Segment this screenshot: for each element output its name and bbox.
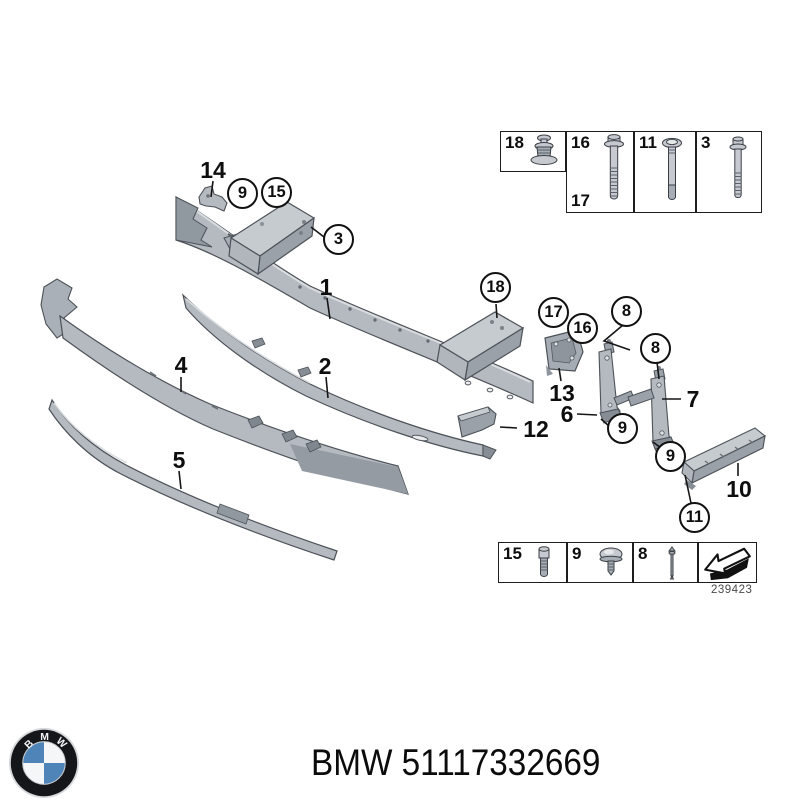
- long-flange-bolt-icon: [604, 134, 624, 200]
- fastener-num-18: 18: [505, 133, 524, 152]
- fastener-num-17: 17: [571, 191, 590, 210]
- drawing-number: 239423: [711, 584, 753, 596]
- fastener-cell-11[interactable]: 11: [634, 131, 696, 213]
- part-6-side-bracket: [598, 339, 635, 424]
- part-14-bracket: [198, 185, 228, 212]
- callout-circle-16[interactable]: 16: [567, 313, 598, 344]
- direction-arrow-icon: [704, 547, 751, 581]
- callout-1[interactable]: 1: [319, 274, 333, 300]
- fastener-cell-9[interactable]: 9: [567, 542, 633, 583]
- fastener-cell-3[interactable]: 3: [696, 131, 762, 213]
- callout-circle-3[interactable]: 3: [323, 224, 354, 255]
- fastener-cell-8[interactable]: 8: [633, 542, 698, 583]
- part-7-side-bracket: [627, 366, 675, 452]
- shoulder-bolt-icon: [662, 137, 682, 200]
- callout-circle-11[interactable]: 11: [679, 502, 710, 533]
- callout-circle-9b[interactable]: 9: [607, 413, 638, 444]
- fastener-num-15: 15: [503, 544, 522, 563]
- callout-12[interactable]: 12: [523, 416, 549, 442]
- expanding-rivet-icon: [530, 134, 558, 165]
- callout-4[interactable]: 4: [174, 352, 188, 378]
- callout-14[interactable]: 14: [200, 157, 226, 183]
- callout-6[interactable]: 6: [560, 401, 574, 427]
- callout-circle-18[interactable]: 18: [480, 272, 511, 303]
- part-12-clip-rail: [457, 406, 497, 438]
- callout-circle-8b[interactable]: 8: [640, 333, 671, 364]
- fastener-num-3: 3: [701, 133, 711, 152]
- callout-10[interactable]: 10: [726, 476, 752, 502]
- expansion-pin-icon: [668, 546, 676, 580]
- part-5-lower-strip: [48, 398, 338, 561]
- part-10-support-bar: [681, 427, 767, 490]
- part-number-caption: BMW 51117332669: [311, 742, 601, 783]
- fastener-num-8: 8: [638, 544, 648, 563]
- part-1-crash-beam: [175, 195, 534, 404]
- fastener-cell-15[interactable]: 15: [498, 542, 567, 583]
- callout-13[interactable]: 13: [549, 380, 575, 406]
- hex-flange-bolt-icon: [729, 136, 747, 199]
- dome-head-screw-icon: [599, 547, 623, 576]
- fastener-num-16: 16: [571, 133, 590, 152]
- fastener-num-11: 11: [639, 133, 657, 152]
- logo-letter-m: M: [40, 732, 49, 743]
- fastener-cell-arrow[interactable]: [698, 542, 757, 583]
- callout-circle-8a[interactable]: 8: [611, 296, 642, 327]
- callout-5[interactable]: 5: [172, 447, 186, 473]
- bmw-roundel-logo: B M W: [8, 727, 80, 799]
- part-2-lower-beam: [181, 293, 497, 460]
- callout-circle-9a[interactable]: 9: [227, 178, 258, 209]
- leader-lines: [178, 180, 739, 504]
- callout-circle-9c[interactable]: 9: [655, 441, 686, 472]
- pan-head-screw-icon: [538, 546, 550, 577]
- fastener-num-9: 9: [572, 544, 582, 563]
- part-4-impact-absorber: [40, 278, 409, 495]
- callout-2[interactable]: 2: [318, 353, 332, 379]
- crush-can-right: [436, 311, 525, 382]
- fastener-cell-18[interactable]: 18: [500, 131, 566, 172]
- crush-can-left: [228, 201, 316, 276]
- callout-circle-15[interactable]: 15: [261, 177, 292, 208]
- fastener-cell-16-17[interactable]: 16 17: [566, 131, 634, 213]
- callout-7[interactable]: 7: [686, 386, 700, 412]
- callout-circle-17[interactable]: 17: [538, 297, 569, 328]
